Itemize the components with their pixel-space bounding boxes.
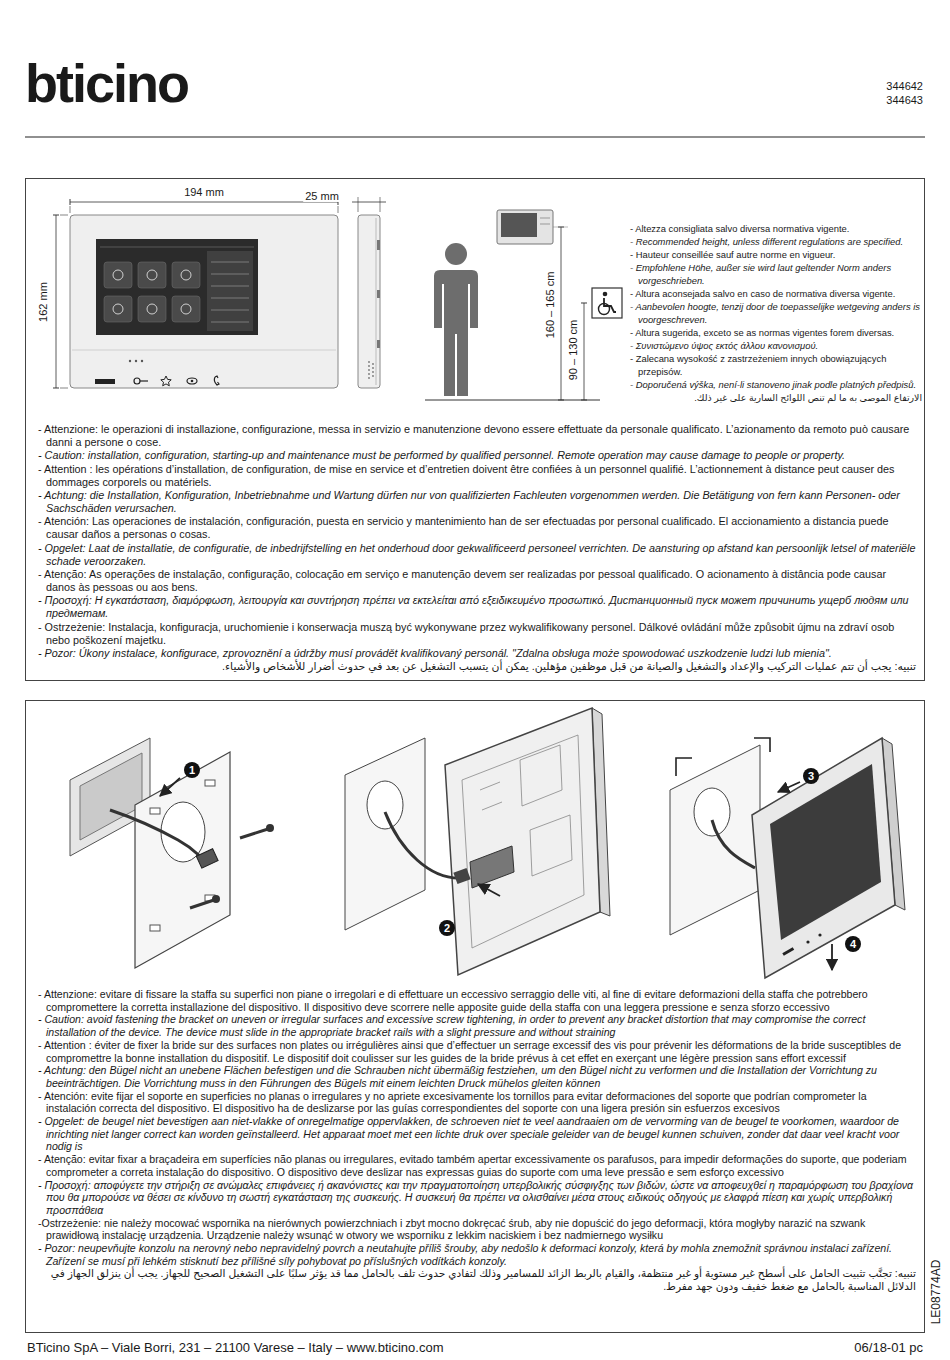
brand-logo: bticino <box>23 54 190 113</box>
callout-number: 2 <box>439 920 455 936</box>
instruction-panel: - Altezza consigliata salvo diversa norm… <box>25 178 925 681</box>
person-silhouette <box>434 243 478 396</box>
wall-monitor <box>497 210 553 244</box>
safety-warning: - Attention : les opérations d’installat… <box>38 463 916 489</box>
device-front-view <box>70 215 338 388</box>
safety-warning: - Caution: installation, configuration, … <box>38 449 916 462</box>
safety-warning: تنبيه: يجب أن تتم عمليات التركيب والإعدا… <box>38 660 916 673</box>
height-note: - Hauteur conseillée sauf autre norme en… <box>630 249 922 262</box>
installation-warning: -Ostrzeżenie: nie należy mocować wsporni… <box>38 1217 916 1242</box>
height-note: - Altezza consigliata salvo diversa norm… <box>630 223 922 236</box>
product-code: 344643 <box>884 94 925 106</box>
step-1-illustration <box>70 738 274 968</box>
installation-warning: - Opgelet: de beugel niet bevestigen aan… <box>38 1115 916 1153</box>
device-side-view <box>358 215 380 388</box>
installation-warning: - Atención: evite fijar el soporte en su… <box>38 1090 916 1115</box>
height-note: - Altura sugerida, exceto se as normas v… <box>630 327 922 340</box>
installation-warning: - Attenzione: evitare di fissare la staf… <box>38 988 916 1013</box>
safety-warning: - Achtung: die Installation, Konfigurati… <box>38 489 916 515</box>
instruction-panel: - Attenzione: evitare di fissare la staf… <box>25 700 925 1333</box>
safety-warning: - Attenzione: le operazioni di installaz… <box>38 423 916 449</box>
callout-number: 4 <box>845 936 861 952</box>
safety-warning: - Προσοχή: Η εγκατάσταση, διαμόρφωση, λε… <box>38 594 916 620</box>
installation-warning: - Attention : éviter de fixer la bride s… <box>38 1039 916 1064</box>
callout-number: 1 <box>184 762 200 778</box>
height-note: - Zalecana wysokość z zastrzeżeniem inny… <box>630 353 922 379</box>
callout-number: 3 <box>803 768 819 784</box>
installation-warning: - Caution: avoid fastening the bracket o… <box>38 1013 916 1038</box>
step-2-illustration <box>345 708 610 975</box>
installation-warning: - Achtung: den Bügel nicht an unebene Fl… <box>38 1064 916 1089</box>
installation-warning: - Pozor: neupevňujte konzolu na nerovný … <box>38 1242 916 1267</box>
installation-warning: تنبيه: تجنَّب تثبيت الحامل على أسطح غير … <box>38 1267 916 1292</box>
installation-warning: - Προσοχή: αποφύγετε την στήριξη σε ανώμ… <box>38 1179 916 1217</box>
dimension-label: 25 mm <box>303 190 341 202</box>
dimension-label: 90 – 130 cm <box>567 318 579 383</box>
safety-warning: - Atención: Las operaciones de instalaci… <box>38 515 916 541</box>
height-note: - Aanbevolen hoogte, tenzij door de toep… <box>630 301 922 327</box>
safety-warning: - Atenção: As operações de instalação, c… <box>38 568 916 594</box>
step-3-illustration <box>670 738 905 978</box>
safety-warning: - Opgelet: Laat de installatie, de confi… <box>38 542 916 568</box>
height-note: - Συνιστώμενο ύψος εκτός άλλου κανονισμο… <box>630 340 922 353</box>
dimension-label: 162 mm <box>37 280 49 324</box>
product-code: 344642 <box>884 80 925 92</box>
height-note: - Empfohlene Höhe, außer sie wird laut g… <box>630 262 922 288</box>
dimension-label: 194 mm <box>182 186 226 198</box>
company-address: BTicino SpA – Viale Borri, 231 – 21100 V… <box>25 1341 445 1355</box>
height-note: - Doporučená výška, není-li stanoveno ji… <box>630 379 922 392</box>
document-code: LE08774AD <box>930 1258 943 1327</box>
safety-warning: - Pozor: Úkony instalace, konfigurace, z… <box>38 647 916 660</box>
dimension-label: 160 – 165 cm <box>544 270 556 341</box>
height-note: - Recommended height, unless different r… <box>630 236 922 249</box>
installation-warning: - Atenção: evitar fixar a braçadeira em … <box>38 1153 916 1178</box>
accessibility-symbol <box>592 288 622 318</box>
revision-date: 06/18-01 pc <box>852 1341 925 1355</box>
floor-line <box>425 400 600 401</box>
header-rule <box>25 136 925 137</box>
height-note: الارتفاع الموصى به ما لم تنص اللوائح الس… <box>630 392 922 405</box>
height-note: - Altura aconsejada salvo en caso de nor… <box>630 288 922 301</box>
safety-warning: - Ostrzeżenie: Instalacja, konfiguracja,… <box>38 621 916 647</box>
